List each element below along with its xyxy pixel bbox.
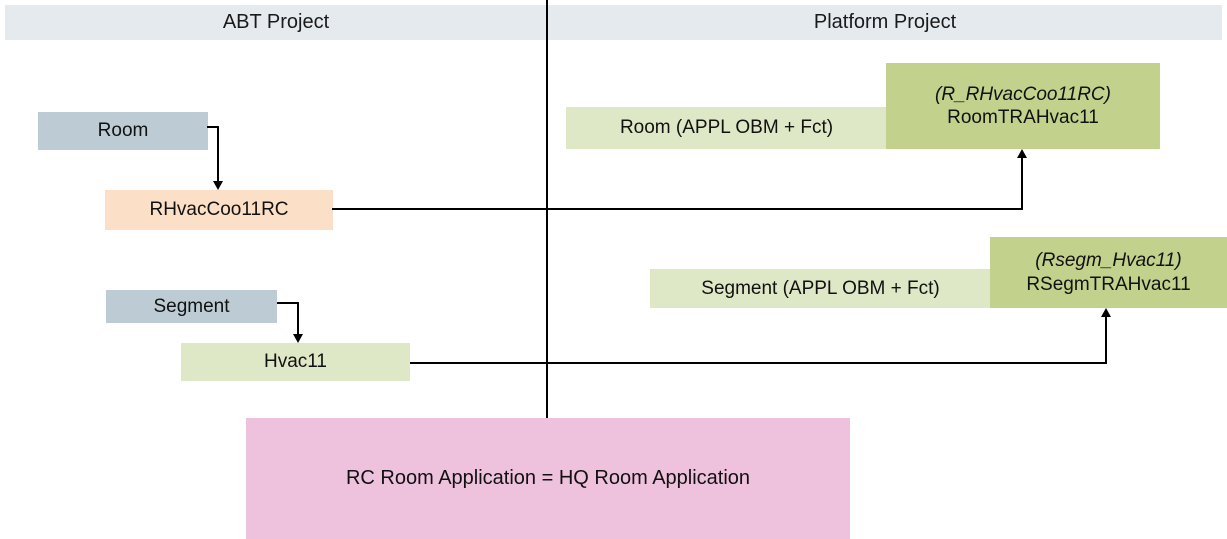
node-room-appl-obm[interactable]: Room (APPL OBM + Fct) [566,107,887,149]
header-title-abt-project: ABT Project [222,11,330,33]
connector-hvac11-to-rsegm-tra-segment-h [410,362,1107,364]
node-room-tra-hvac11-ref: (R_RHvacCoo11RC) [935,83,1111,105]
node-rsegm-tra-hvac11-label: RSegmTRAHvac11 [1026,273,1191,295]
node-room-appl-obm-label: Room (APPL OBM + Fct) [619,117,834,139]
node-segment-appl-obm[interactable]: Segment (APPL OBM + Fct) [650,269,991,308]
connector-segment-to-hvac11-arrowhead [293,334,303,343]
connector-room-to-rhvaccoo11rc-segment-v [217,126,219,183]
header-band [5,5,1222,40]
connector-hvac11-to-rsegm-tra-segment-v [1105,317,1107,363]
node-hvac11-label: Hvac11 [263,351,327,373]
connector-room-to-rhvaccoo11rc-segment-h [207,126,219,128]
node-segment-label: Segment [153,295,230,317]
header-title-platform-project: Platform Project [813,11,957,33]
node-room-tra-hvac11[interactable]: (R_RHvacCoo11RC) RoomTRAHvac11 [886,63,1160,149]
node-rhvaccoo11rc-label: RHvacCoo11RC [149,199,289,221]
node-room-tra-hvac11-label: RoomTRAHvac11 [947,107,1099,128]
connector-segment-to-hvac11-segment-v [297,302,299,336]
note-rc-room-application-label: RC Room Application = HQ Room Applicatio… [345,467,751,490]
connector-rhvaccoo11rc-to-room-tra-segment-h [332,208,1023,210]
note-rc-room-application[interactable]: RC Room Application = HQ Room Applicatio… [246,418,850,539]
connector-segment-to-hvac11-segment-h [277,302,299,304]
project-divider-line [546,0,548,425]
node-hvac11[interactable]: Hvac11 [181,343,410,381]
connector-hvac11-to-rsegm-tra-arrowhead [1101,308,1111,317]
connector-rhvaccoo11rc-to-room-tra-segment-v [1021,158,1023,209]
node-rsegm-tra-hvac11-ref: (Rsegm_Hvac11) [1035,250,1182,272]
node-segment-appl-obm-label: Segment (APPL OBM + Fct) [701,277,940,299]
node-segment[interactable]: Segment [106,290,277,323]
connector-rhvaccoo11rc-to-room-tra-arrowhead [1017,149,1027,158]
node-rsegm-tra-hvac11[interactable]: (Rsegm_Hvac11) RSegmTRAHvac11 [990,237,1227,308]
node-room-label: Room [97,120,149,142]
node-room[interactable]: Room [38,112,208,150]
node-rhvaccoo11rc[interactable]: RHvacCoo11RC [105,190,333,230]
connector-room-to-rhvaccoo11rc-arrowhead [213,181,223,190]
